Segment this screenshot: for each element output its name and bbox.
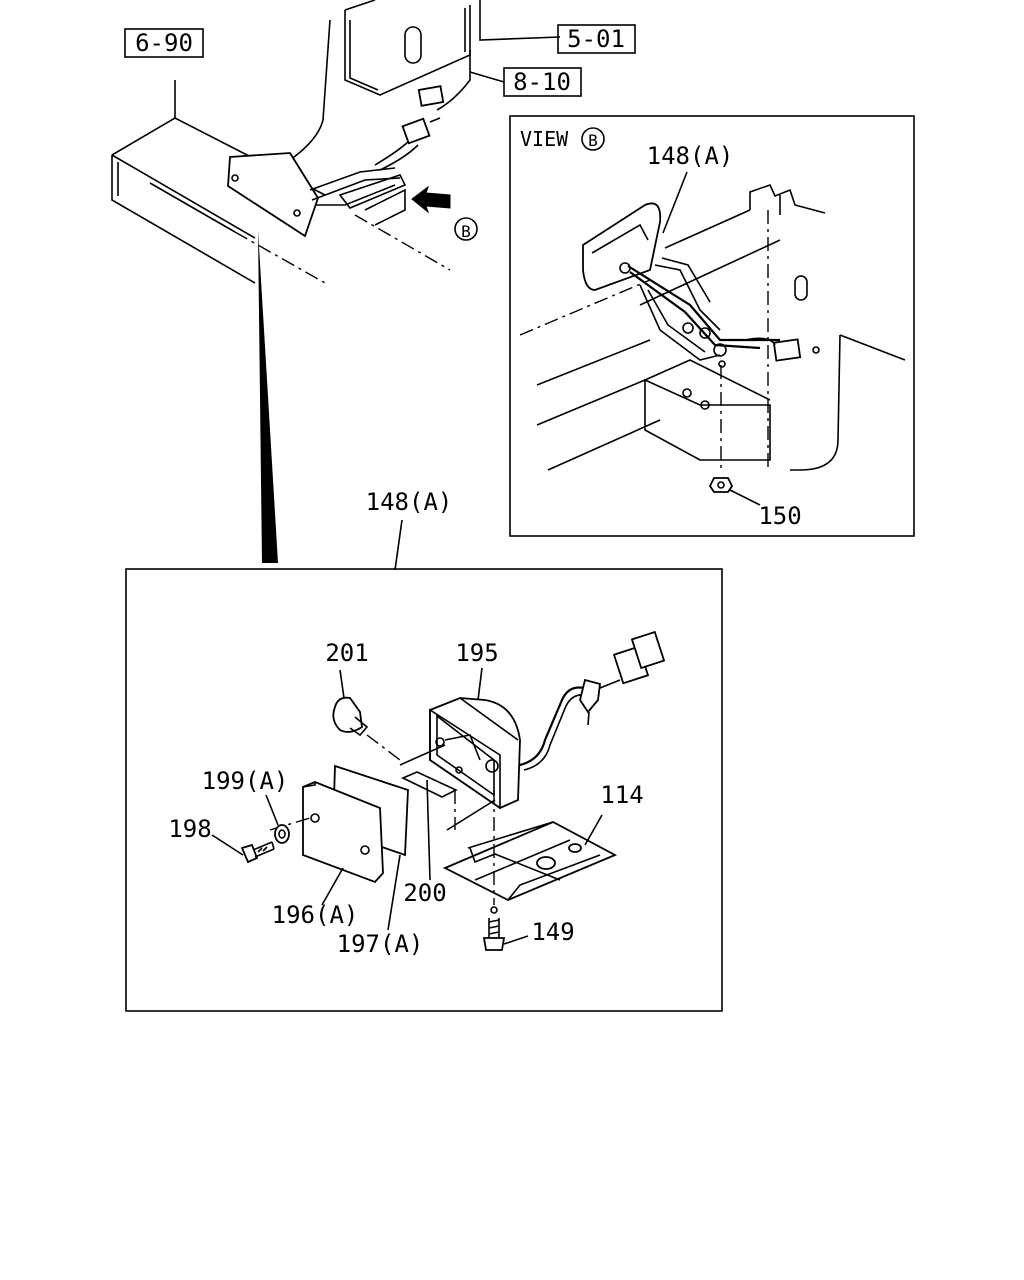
leader-148a: [394, 519, 403, 571]
part-197a-label: 197(A): [337, 930, 424, 958]
ref-label-6-90: 6-90: [135, 29, 193, 57]
ref-box-5-01[interactable]: 5-01: [557, 24, 636, 54]
part-196a-label: 196(A): [272, 901, 359, 929]
part-200-label: 200: [403, 879, 446, 907]
ref-box-8-10[interactable]: 8-10: [503, 67, 582, 97]
part-114-label: 114: [600, 781, 643, 809]
leader-8-10: [469, 71, 505, 83]
part-150-label: 150: [758, 502, 801, 530]
detail-panel: [125, 568, 723, 1012]
ref-label-5-01: 5-01: [567, 25, 625, 53]
part-199a-label: 199(A): [202, 767, 289, 795]
part-148a-view-label: 148(A): [647, 142, 734, 170]
view-b-panel: VIEW B: [509, 115, 915, 537]
part-198-label: 198: [168, 815, 211, 843]
part-201-label: 201: [325, 639, 368, 667]
view-title-letter: B: [588, 131, 598, 150]
part-149-label: 149: [531, 918, 574, 946]
part-148a-detail-label: 148(A): [366, 488, 453, 516]
ref-label-8-10: 8-10: [513, 68, 571, 96]
arrow-view-letter: B: [461, 222, 471, 241]
part-195-label: 195: [455, 639, 498, 667]
overview-drawing: [111, 0, 561, 563]
ref-box-6-90[interactable]: 6-90: [124, 28, 204, 58]
view-title: VIEW: [520, 127, 569, 151]
